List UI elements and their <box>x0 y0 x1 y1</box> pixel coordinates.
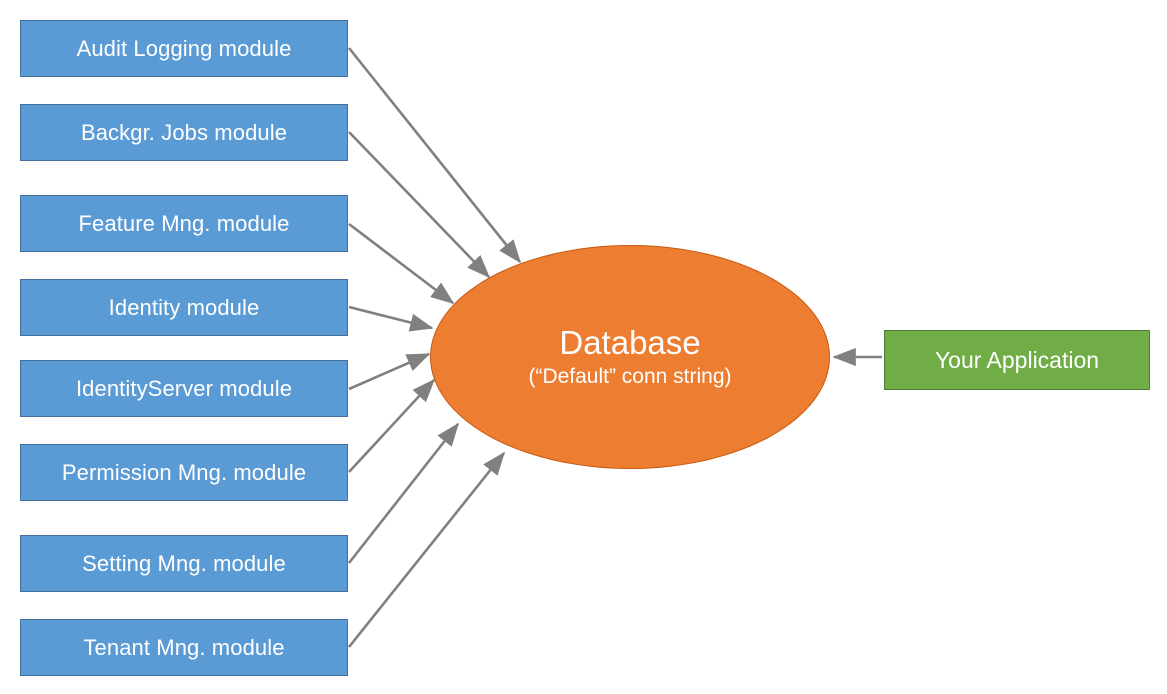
arrow-background-jobs-to-database <box>348 131 491 279</box>
module-label: Feature Mng. module <box>78 210 290 236</box>
arrow-setting-mng-to-database <box>347 422 460 564</box>
module-box-audit-logging[interactable]: Audit Logging module <box>20 20 348 77</box>
module-label: Setting Mng. module <box>82 550 286 576</box>
module-label: Backgr. Jobs module <box>80 119 288 145</box>
module-label: Tenant Mng. module <box>83 634 285 660</box>
database-ellipse[interactable]: Database (“Default” conn string) <box>430 245 830 469</box>
database-title: Database <box>559 324 701 362</box>
arrow-permission-mng-to-database <box>348 378 436 473</box>
application-label: Your Application <box>934 346 1100 373</box>
module-box-identityserver[interactable]: IdentityServer module <box>20 360 348 417</box>
module-box-permission-mng[interactable]: Permission Mng. module <box>20 444 348 501</box>
module-box-identity[interactable]: Identity module <box>20 279 348 336</box>
database-subtitle: (“Default” conn string) <box>528 364 732 388</box>
module-label: IdentityServer module <box>75 375 293 401</box>
arrow-identityserver-to-database <box>348 352 431 391</box>
module-label: Identity module <box>108 294 260 320</box>
module-label: Permission Mng. module <box>61 459 307 485</box>
arrow-identity-to-database <box>348 305 434 332</box>
arrow-tenant-mng-to-database <box>347 451 506 648</box>
module-box-feature-mng[interactable]: Feature Mng. module <box>20 195 348 252</box>
module-box-tenant-mng[interactable]: Tenant Mng. module <box>20 619 348 676</box>
module-box-background-jobs[interactable]: Backgr. Jobs module <box>20 104 348 161</box>
arrow-feature-mng-to-database <box>348 222 455 305</box>
application-box[interactable]: Your Application <box>884 330 1150 390</box>
module-box-setting-mng[interactable]: Setting Mng. module <box>20 535 348 592</box>
module-label: Audit Logging module <box>76 35 292 61</box>
arrow-audit-logging-to-database <box>347 47 522 264</box>
